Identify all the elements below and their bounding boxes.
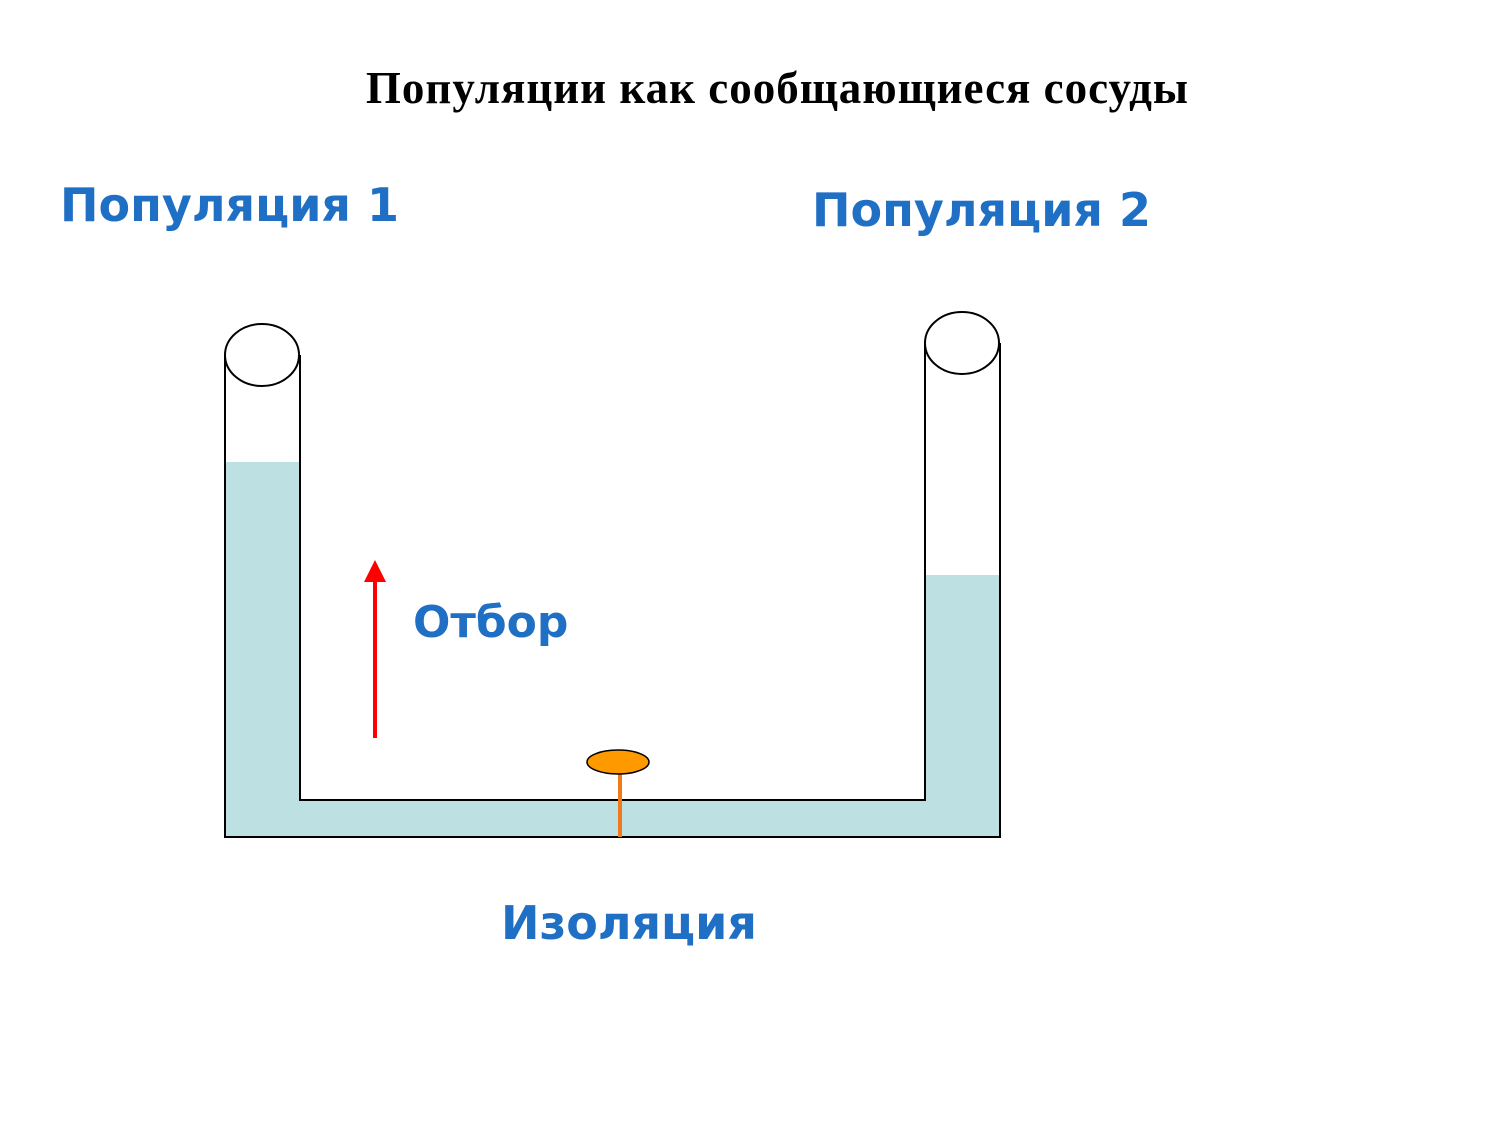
liquid: [225, 462, 1000, 837]
selection-label: Отбор: [413, 597, 569, 648]
vessel-outline: [224, 343, 1001, 838]
right-tube-opening: [924, 311, 1000, 375]
isolation-valve: [586, 749, 650, 837]
population-2-label: Популяция 2: [812, 183, 1151, 237]
connecting-channel-liquid: [225, 800, 1000, 837]
right-tube-liquid: [925, 575, 1000, 837]
left-tube-liquid: [225, 462, 300, 837]
population-1-label: Популяция 1: [60, 178, 399, 232]
isolation-label: Изоляция: [501, 896, 757, 950]
selection-arrow: [364, 560, 386, 738]
slide-title: Популяции как сообщающиеся сосуды: [365, 63, 1190, 113]
left-tube-opening: [224, 323, 300, 387]
